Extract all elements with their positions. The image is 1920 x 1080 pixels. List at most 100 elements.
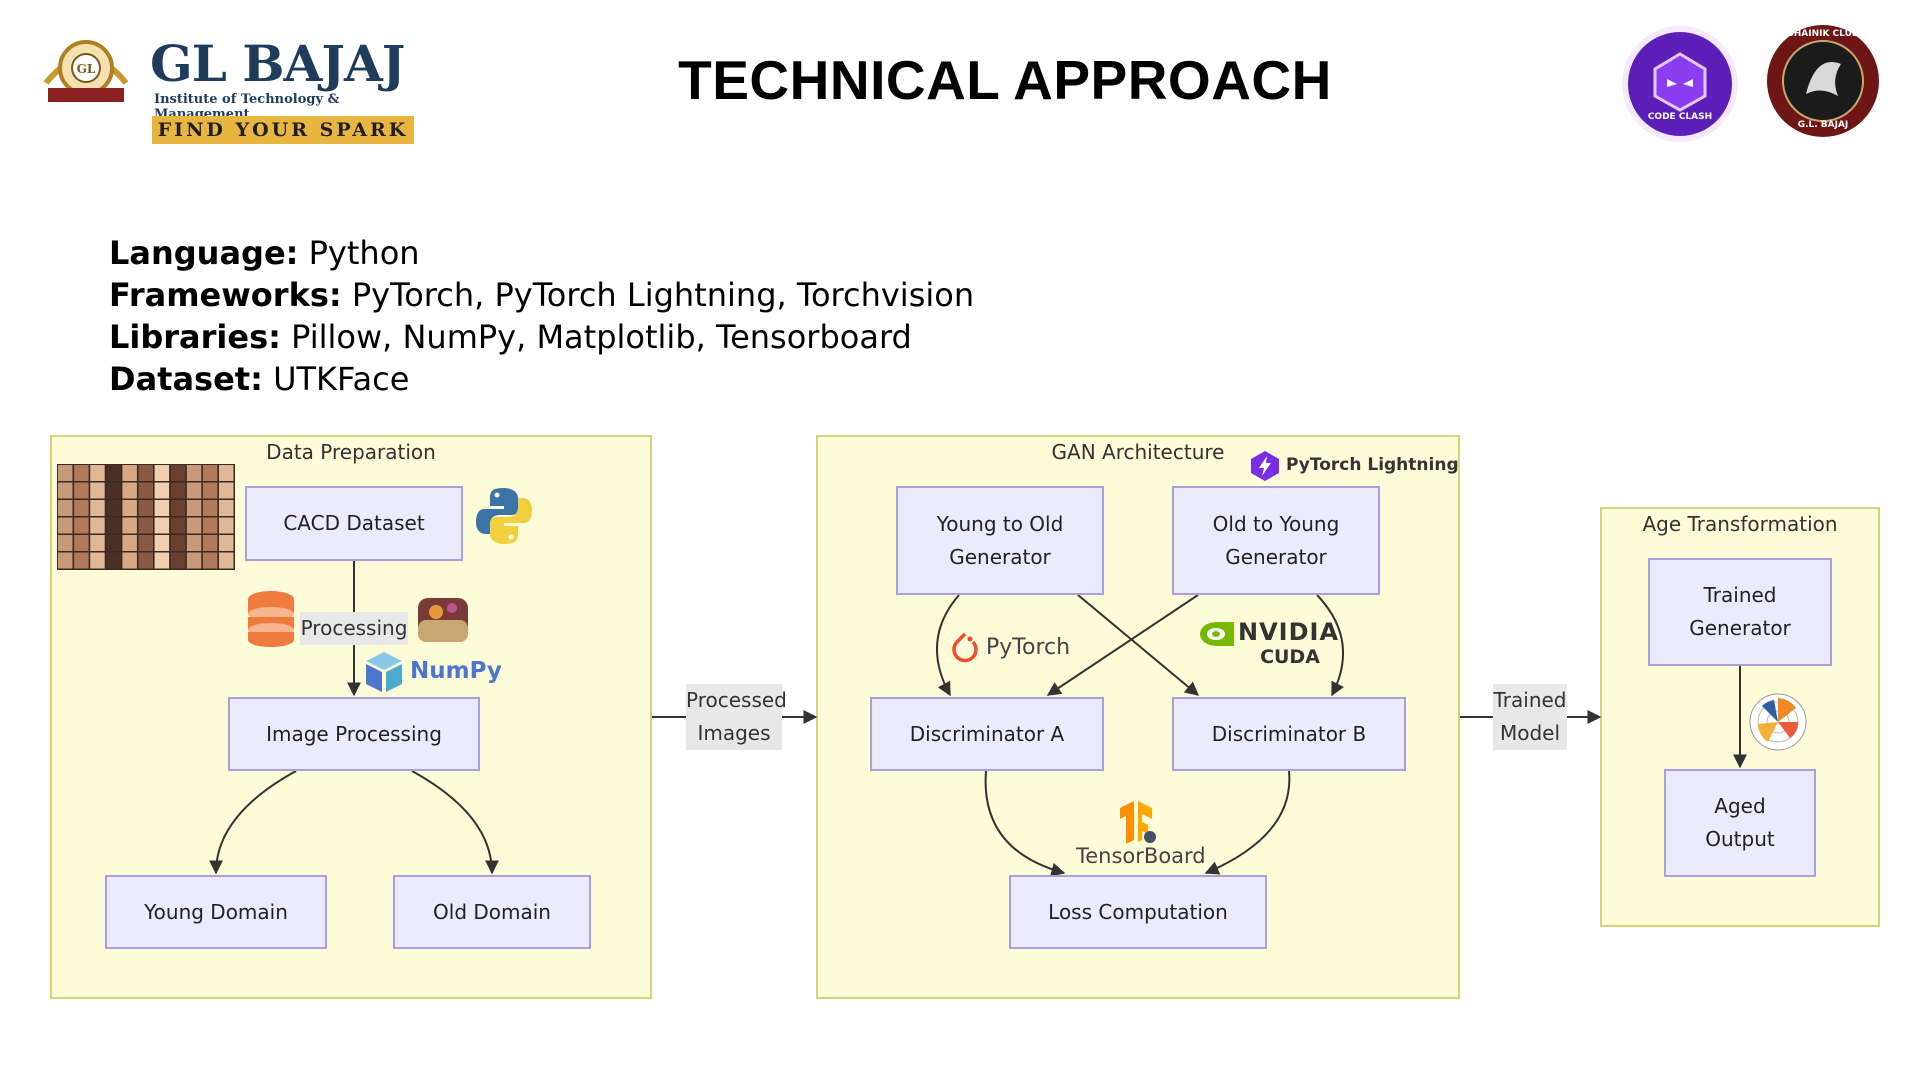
face-thumbnail-cell bbox=[202, 482, 218, 499]
face-thumbnail-cell bbox=[90, 482, 105, 499]
node-trained-line2: Generator bbox=[1689, 616, 1791, 640]
face-thumbnail-cell bbox=[186, 500, 202, 516]
face-thumbnail-cell bbox=[219, 535, 234, 551]
edge-y2o-to-disc-b bbox=[1077, 594, 1200, 696]
logo-name: GL BAJAJ bbox=[150, 34, 405, 93]
face-thumbnail-cell bbox=[154, 552, 170, 569]
face-thumbnail-cell bbox=[90, 535, 105, 551]
tech-language-value: Python bbox=[308, 234, 420, 272]
crest-emblem-icon: GL bbox=[43, 40, 129, 102]
face-thumbnail-cell bbox=[138, 535, 153, 551]
svg-text:GL: GL bbox=[77, 62, 96, 76]
numpy-icon bbox=[366, 652, 402, 692]
face-thumbnail-cell bbox=[219, 517, 234, 534]
face-thumbnail-cell bbox=[186, 517, 202, 534]
face-thumbnail-cell bbox=[170, 482, 186, 499]
face-thumbnail-cell bbox=[138, 465, 153, 481]
tech-libraries-label: Libraries: bbox=[109, 318, 281, 356]
node-o2y-line2: Generator bbox=[1225, 544, 1327, 569]
face-thumbnail-cell bbox=[154, 500, 170, 516]
node-old-domain: Old Domain bbox=[393, 875, 591, 949]
edge-disc-a-to-loss bbox=[984, 770, 1066, 877]
edge-y2o-to-disc-a bbox=[935, 594, 960, 697]
edge-label-processed-line2: Images bbox=[697, 721, 771, 745]
node-image-processing: Image Processing bbox=[228, 697, 480, 771]
face-thumbnail-cell bbox=[90, 552, 105, 569]
face-thumbnail-cell bbox=[202, 535, 218, 551]
institute-logo: GL GL BAJAJ Institute of Technology & Ma… bbox=[36, 28, 436, 148]
edge-label-processed-line1: Processed bbox=[686, 688, 787, 712]
tech-libraries-value: Pillow, NumPy, Matplotlib, Tensorboard bbox=[291, 318, 912, 356]
face-thumbnail-cell bbox=[90, 500, 105, 516]
pytorch-lightning-icon bbox=[1251, 451, 1279, 481]
tech-dataset: Dataset: UTKFace bbox=[109, 360, 409, 398]
face-thumbnail-cell bbox=[58, 535, 73, 551]
node-loss-computation: Loss Computation bbox=[1009, 875, 1267, 949]
face-thumbnail-cell bbox=[186, 482, 202, 499]
node-aged-line1: Aged bbox=[1714, 794, 1766, 818]
node-discriminator-b: Discriminator B bbox=[1172, 697, 1406, 771]
pytorch-label: PyTorch bbox=[986, 635, 1071, 660]
face-thumbnail-cell bbox=[170, 535, 186, 551]
face-thumbnail-cell bbox=[122, 482, 137, 499]
face-thumbnail-cell bbox=[58, 482, 73, 499]
face-thumbnail-cell bbox=[74, 535, 89, 551]
node-young-domain: Young Domain bbox=[105, 875, 327, 949]
face-thumbnail-cell bbox=[186, 552, 202, 569]
tech-libraries: Libraries: Pillow, NumPy, Matplotlib, Te… bbox=[109, 318, 912, 356]
node-old-to-young-generator: Old to Young Generator bbox=[1172, 486, 1380, 595]
edge-processing-to-young bbox=[209, 770, 297, 875]
pillow-icon bbox=[418, 598, 468, 642]
page-title: TECHNICAL APPROACH bbox=[678, 49, 1332, 111]
node-trained-line1: Trained bbox=[1703, 583, 1777, 607]
edge-o2y-to-disc-a bbox=[1046, 594, 1199, 696]
face-thumbnail-cell bbox=[122, 535, 137, 551]
edge-label-trained-line1: Trained bbox=[1493, 688, 1567, 712]
face-thumbnail-cell bbox=[106, 517, 121, 534]
club-badge: SHAINIK CLUB G.L. BAJAJ bbox=[1766, 24, 1880, 138]
edge-label-trained-line2: Model bbox=[1499, 721, 1561, 745]
logo-tagline: FIND YOUR SPARK bbox=[152, 116, 414, 144]
tech-dataset-value: UTKFace bbox=[273, 360, 410, 398]
face-thumbnail-cell bbox=[219, 552, 234, 569]
cuda-label: CUDA bbox=[1260, 646, 1320, 668]
face-thumbnail-cell bbox=[154, 517, 170, 534]
face-thumbnail-cell bbox=[138, 552, 153, 569]
tech-frameworks: Frameworks: PyTorch, PyTorch Lightning, … bbox=[109, 276, 974, 314]
node-y2o-line2: Generator bbox=[949, 544, 1051, 569]
face-thumbnail-cell bbox=[170, 517, 186, 534]
edge-o2y-to-disc-b bbox=[1316, 594, 1344, 697]
tech-language-label: Language: bbox=[109, 234, 299, 272]
face-thumbnail-cell bbox=[58, 517, 73, 534]
face-thumbnail-cell bbox=[106, 465, 121, 481]
group-label-data-preparation: Data Preparation bbox=[266, 440, 436, 464]
tech-language: Language: Python bbox=[109, 234, 420, 272]
face-thumbnail-cell bbox=[90, 465, 105, 481]
nvidia-icon bbox=[1200, 622, 1234, 646]
face-thumbnail-cell bbox=[58, 465, 73, 481]
face-thumbnail-cell bbox=[106, 500, 121, 516]
tensorboard-label: TensorBoard bbox=[1076, 844, 1206, 868]
node-o2y-line1: Old to Young bbox=[1212, 511, 1340, 536]
face-thumbnail-cell bbox=[170, 465, 186, 481]
face-dataset-thumbnail bbox=[57, 464, 235, 570]
face-thumbnail-cell bbox=[122, 552, 137, 569]
face-thumbnail-cell bbox=[138, 500, 153, 516]
matplotlib-icon bbox=[1749, 693, 1807, 751]
edge-label-processing: Processing bbox=[300, 612, 408, 645]
face-thumbnail-cell bbox=[170, 500, 186, 516]
face-thumbnail-cell bbox=[154, 482, 170, 499]
database-icon bbox=[248, 591, 294, 647]
face-thumbnail-cell bbox=[202, 500, 218, 516]
club-badge-top-text: SHAINIK CLUB bbox=[1787, 29, 1859, 39]
code-clash-text: CODE CLASH bbox=[1647, 112, 1713, 122]
nvidia-label: NVIDIA bbox=[1238, 618, 1340, 646]
node-cacd-dataset: CACD Dataset bbox=[245, 486, 463, 561]
pytorch-icon bbox=[952, 632, 978, 663]
face-thumbnail-cell bbox=[186, 465, 202, 481]
python-icon bbox=[476, 488, 532, 544]
face-thumbnail-cell bbox=[138, 517, 153, 534]
face-thumbnail-cell bbox=[106, 482, 121, 499]
face-thumbnail-cell bbox=[202, 465, 218, 481]
edge-disc-b-to-loss bbox=[1204, 770, 1291, 875]
